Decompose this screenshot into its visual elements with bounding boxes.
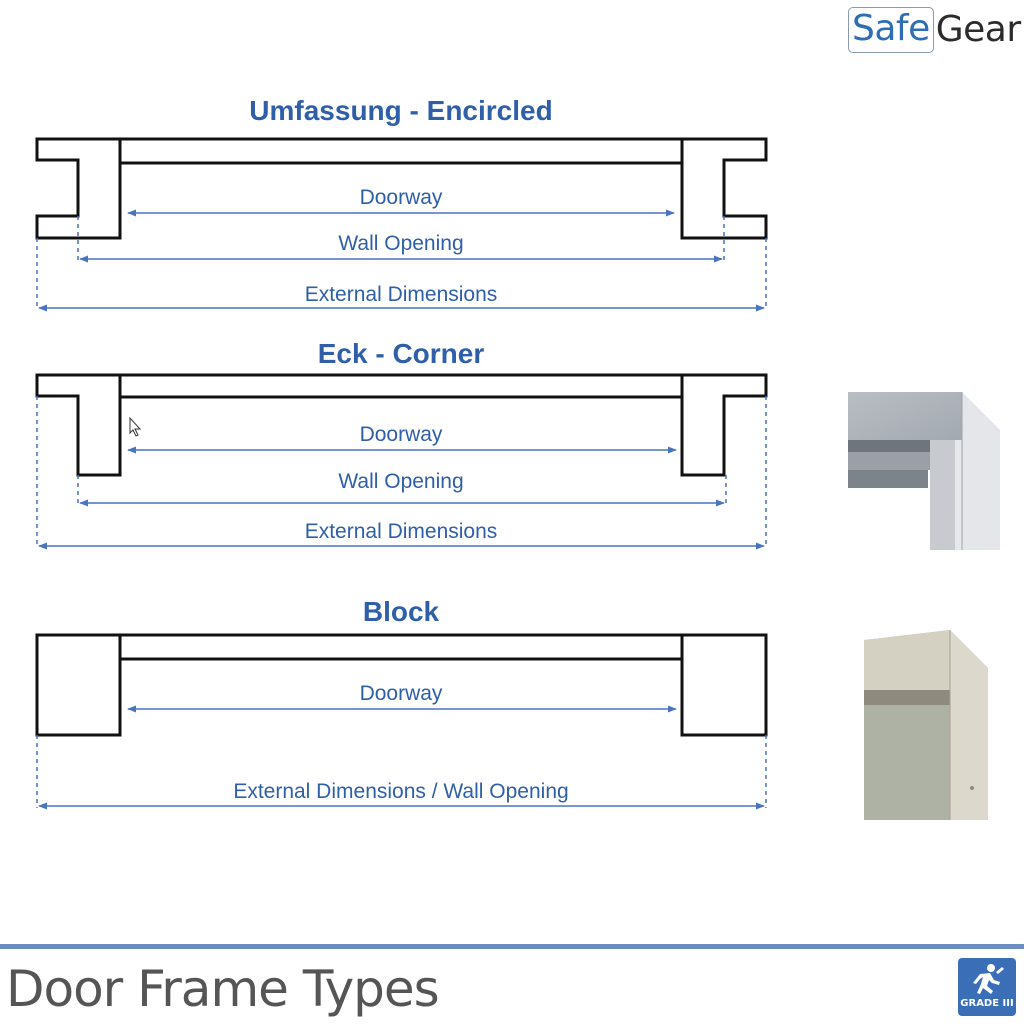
frame-block xyxy=(35,633,768,737)
frame-corner-left-profile xyxy=(35,373,122,477)
logo-safe: Safe xyxy=(848,7,934,53)
section-title-encircled: Umfassung - Encircled xyxy=(249,95,552,126)
label-corner-external: External Dimensions xyxy=(305,520,498,543)
label-block-doorway: Doorway xyxy=(360,682,443,705)
page-title: Door Frame Types xyxy=(6,960,440,1018)
grade-badge-text: GRADE III xyxy=(960,998,1014,1009)
frame-block-head xyxy=(118,633,684,661)
frame-corner-head xyxy=(118,373,684,399)
frame-corner xyxy=(35,373,768,477)
frame-encircled-head xyxy=(118,137,684,165)
label-encircled-wall-opening: Wall Opening xyxy=(338,232,463,255)
logo-gear: Gear xyxy=(935,9,1021,50)
photo-corner-frame xyxy=(848,392,1000,550)
section-title-block: Block xyxy=(363,596,440,627)
frame-block-left-profile xyxy=(35,633,122,737)
section-title-corner: Eck - Corner xyxy=(318,338,485,369)
label-corner-wall-opening: Wall Opening xyxy=(338,470,463,493)
frame-encircled-left-profile xyxy=(35,137,122,240)
grade-badge: GRADE III xyxy=(958,958,1016,1016)
label-encircled-doorway: Doorway xyxy=(360,186,443,209)
label-corner-doorway: Doorway xyxy=(360,423,443,446)
footer-divider xyxy=(0,944,1024,949)
label-encircled-external: External Dimensions xyxy=(305,283,498,306)
photo-block-frame xyxy=(864,630,988,820)
grade-runner-icon xyxy=(973,964,1004,994)
frame-diagram: Umfassung - Encircled Doorway Wall Openi… xyxy=(35,95,1000,820)
frame-corner-right-profile xyxy=(680,373,768,477)
cursor-icon xyxy=(129,416,142,437)
label-block-external: External Dimensions / Wall Opening xyxy=(233,780,568,803)
frame-encircled-right-profile xyxy=(680,137,768,240)
frame-block-right-profile xyxy=(680,633,768,737)
frame-encircled xyxy=(35,137,768,240)
